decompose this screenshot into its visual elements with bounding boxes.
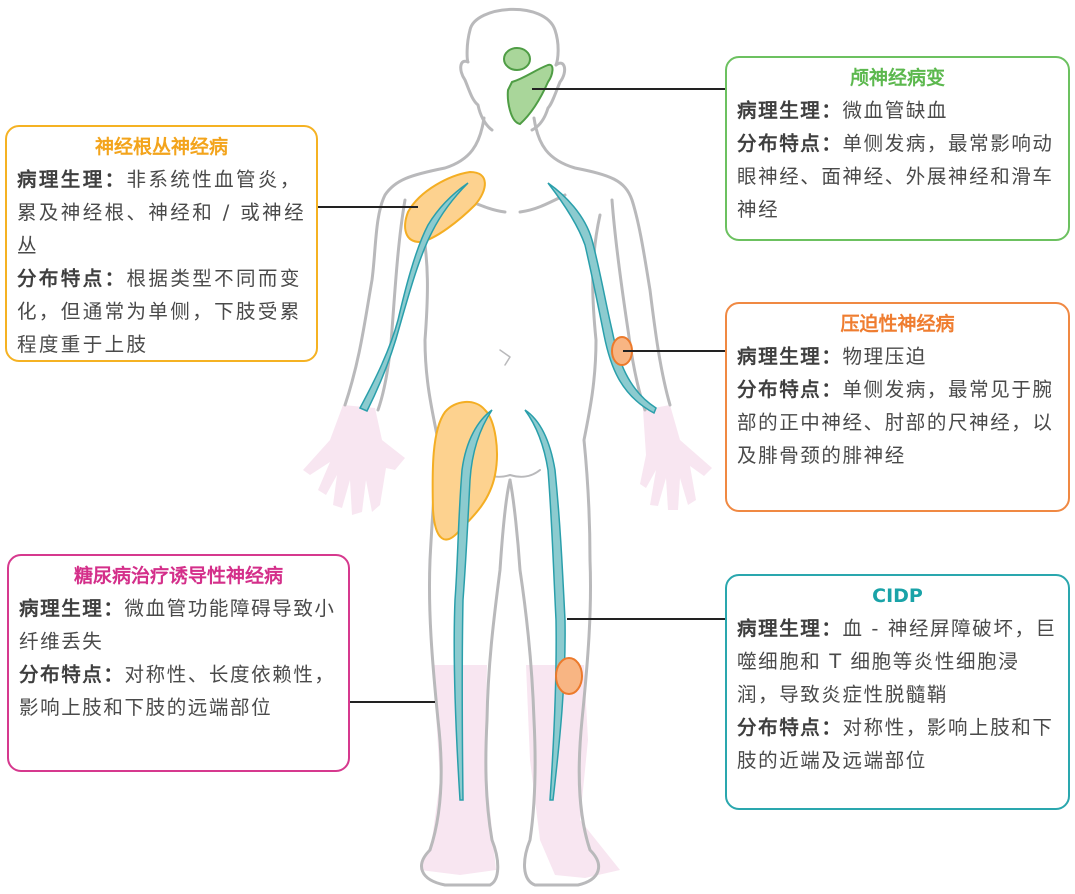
distribution-label: 分布特点： [737,132,843,155]
box-title: 颅神经病变 [849,67,945,89]
nerves [358,182,657,801]
leader-lines [318,88,726,703]
distribution-label: 分布特点： [737,716,843,739]
pathophysiology-text: 微血管缺血 [842,99,949,122]
distribution-label: 分布特点： [19,663,125,686]
radiculoplexus-region [404,170,498,541]
pathophysiology-label: 病理生理： [737,345,843,368]
box-title: CIDP [872,585,923,607]
pathophysiology-text: 非系统性血管炎，累及神经根、神经和 / 或神经丛 [17,168,306,257]
box-title: 神经根丛神经病 [94,136,228,158]
pathophysiology-label: 病理生理： [737,99,843,122]
box-body: 病理生理：物理压迫 分布特点：单侧发病，最常见于腕部的正中神经、肘部的尺神经，以… [737,340,1058,472]
pathophysiology-text: 血 - 神经屏障破坏，巨噬细胞和 T 细胞等炎性细胞浸润，导致炎症性脱髓鞘 [737,617,1057,706]
box-body: 病理生理：微血管缺血 分布特点：单侧发病，最常影响动眼神经、面神经、外展神经和滑… [737,94,1058,226]
distribution-text: 对称性，影响上肢和下肢的近端及远端部位 [737,716,1054,772]
box-title: 糖尿病治疗诱导性神经病 [73,565,283,587]
distribution-text: 单侧发病，最常见于腕部的正中神经、肘部的尺神经，以及腓骨颈的腓神经 [737,378,1054,467]
box-body: 病理生理：血 - 神经屏障破坏，巨噬细胞和 T 细胞等炎性细胞浸润，导致炎症性脱… [737,612,1058,777]
distribution-text: 单侧发病，最常影响动眼神经、面神经、外展神经和滑车神经 [737,132,1054,221]
distribution-label: 分布特点： [17,267,127,290]
distribution-label: 分布特点： [737,378,843,401]
pathophysiology-text: 微血管功能障碍导致小纤维丢失 [19,597,336,653]
box-title: 压迫性神经病 [840,313,955,335]
cranial-neuropathy-box: 颅神经病变 病理生理：微血管缺血 分布特点：单侧发病，最常影响动眼神经、面神经、… [725,56,1070,241]
body-outline [343,7,672,887]
distribution-text: 根据类型不同而变化，但通常为单侧，下肢受累程度重于上肢 [17,267,302,356]
pathophysiology-label: 病理生理： [17,168,127,191]
box-body: 病理生理：微血管功能障碍导致小纤维丢失 分布特点：对称性、长度依赖性，影响上肢和… [19,592,338,724]
compression-neuropathy-box: 压迫性神经病 病理生理：物理压迫 分布特点：单侧发病，最常见于腕部的正中神经、肘… [725,302,1070,512]
pathophysiology-text: 物理压迫 [842,345,927,368]
radiculoplexus-neuropathy-box: 神经根丛神经病 病理生理：非系统性血管炎，累及神经根、神经和 / 或神经丛 分布… [5,125,318,362]
cranial-nerve-region [503,47,554,126]
box-body: 病理生理：非系统性血管炎，累及神经根、神经和 / 或神经丛 分布特点：根据类型不… [17,163,306,361]
cidp-box: CIDP 病理生理：血 - 神经屏障破坏，巨噬细胞和 T 细胞等炎性细胞浸润，导… [725,574,1070,810]
compression-region [555,336,633,695]
diabetes-treatment-induced-neuropathy-box: 糖尿病治疗诱导性神经病 病理生理：微血管功能障碍导致小纤维丢失 分布特点：对称性… [7,554,350,772]
pathophysiology-label: 病理生理： [19,597,125,620]
pathophysiology-label: 病理生理： [737,617,843,640]
distribution-text: 对称性、长度依赖性，影响上肢和下肢的远端部位 [19,663,336,719]
